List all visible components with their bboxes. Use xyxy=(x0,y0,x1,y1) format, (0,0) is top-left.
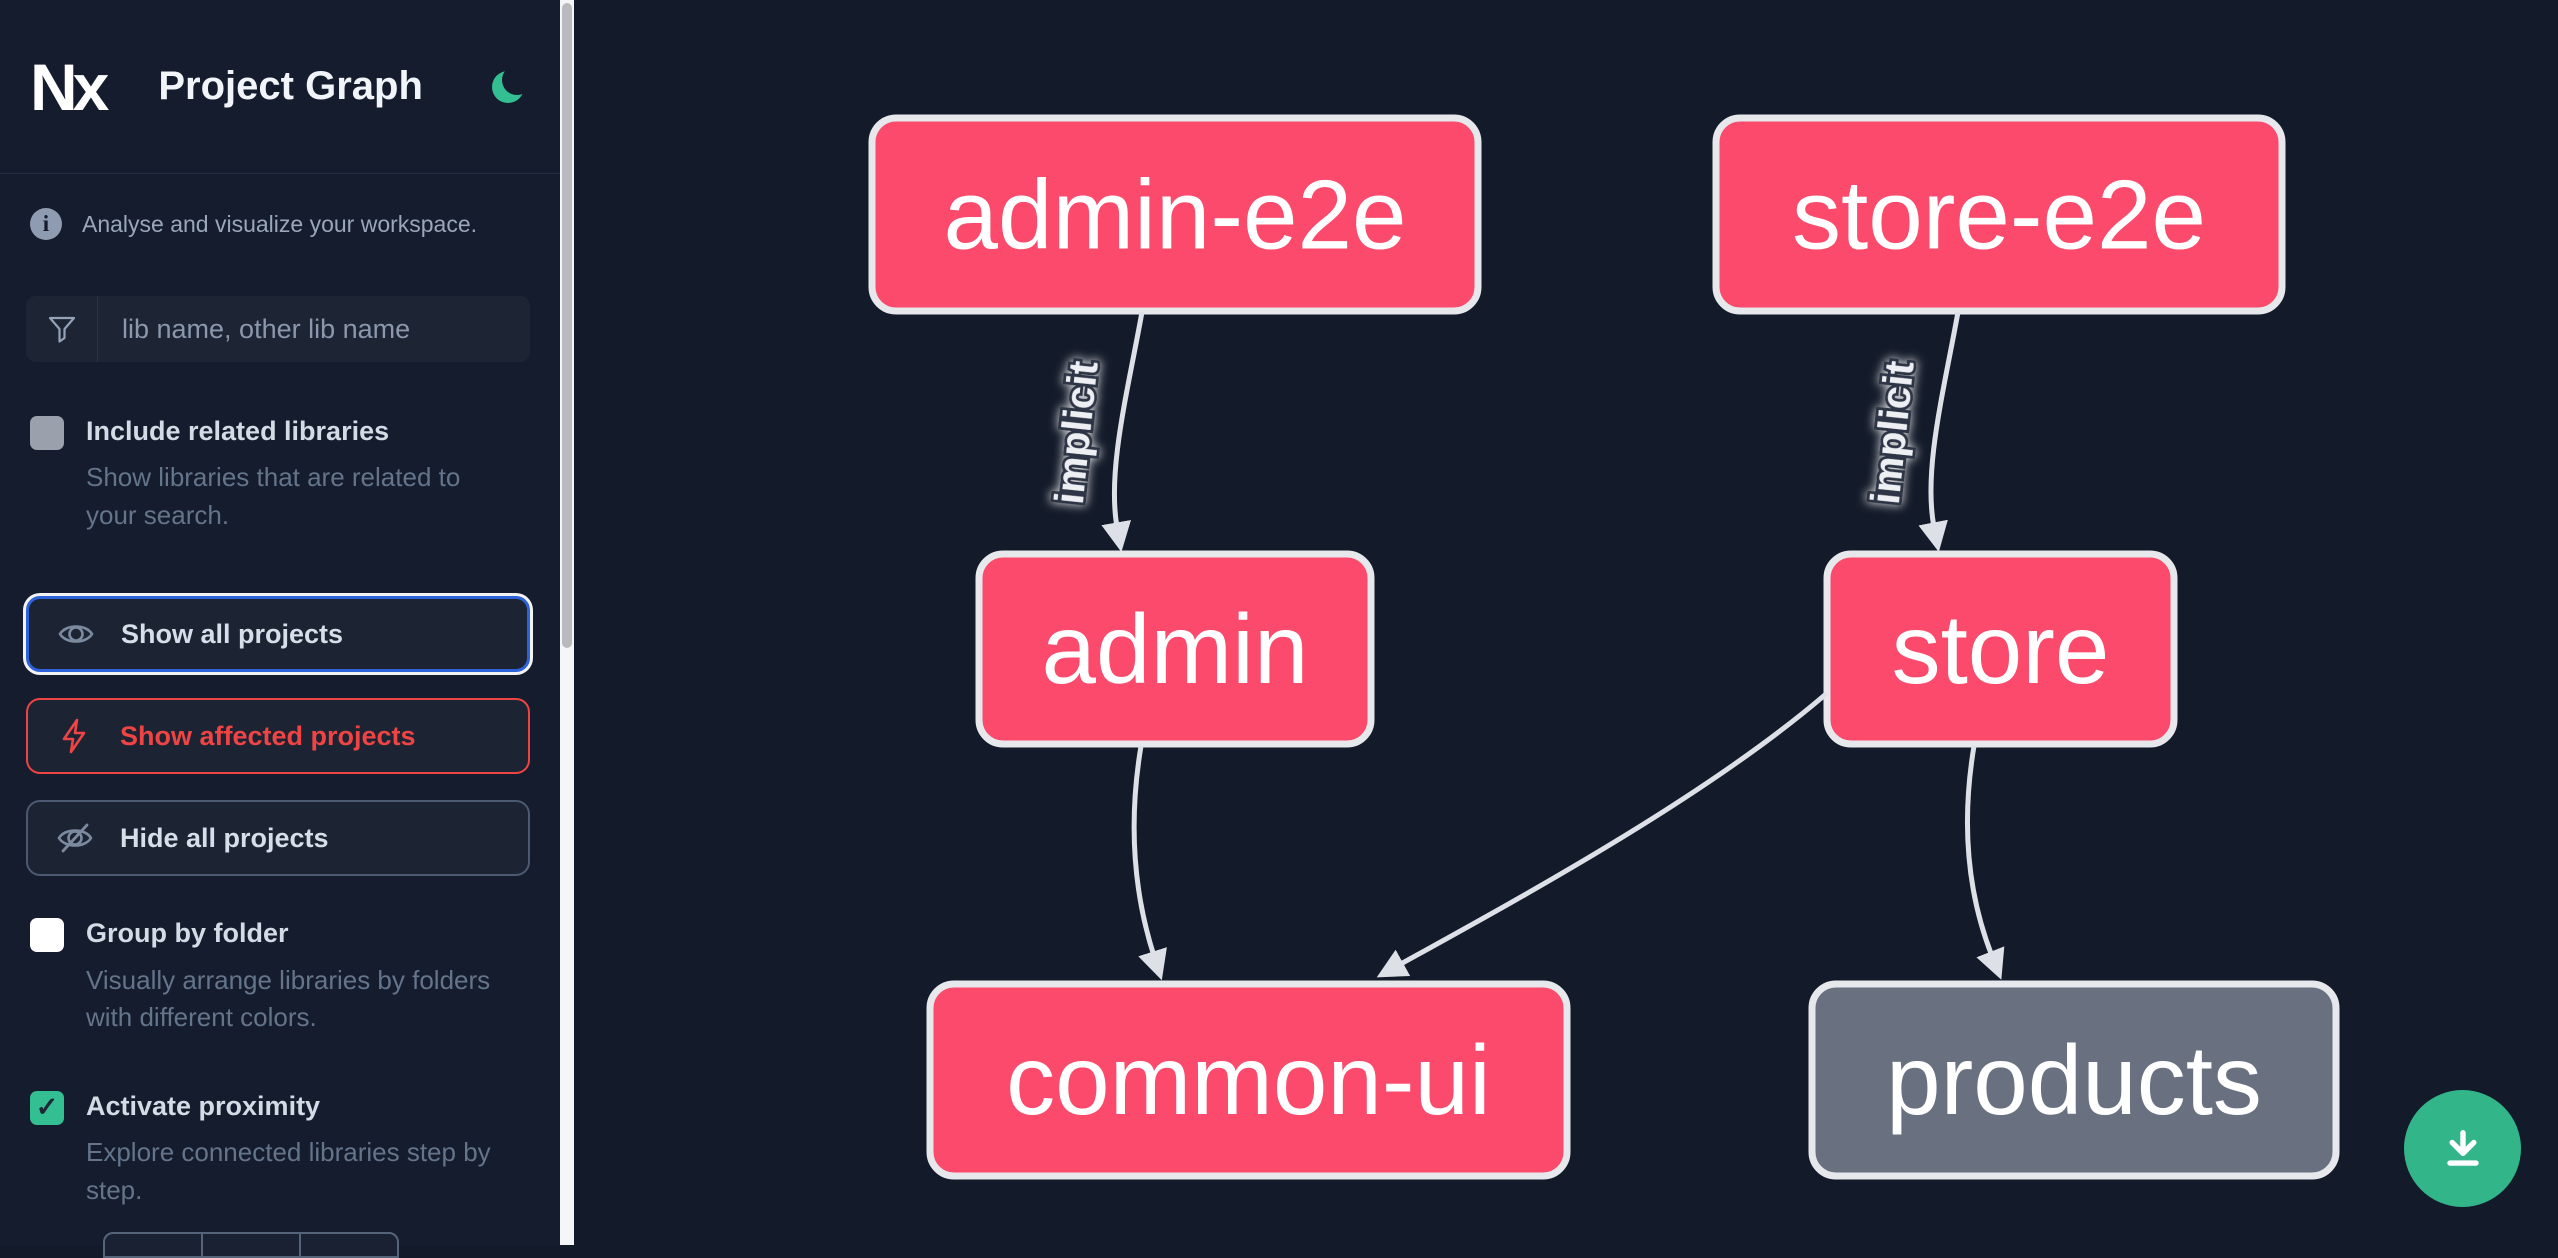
activate-proximity-row: Activate proximity Explore connected lib… xyxy=(0,1089,560,1209)
graph-node-label: store-e2e xyxy=(1792,160,2206,270)
download-icon xyxy=(2446,1129,2479,1166)
show-all-projects-label: Show all projects xyxy=(121,618,344,649)
edge-label-implicit: implicit xyxy=(1046,358,1107,506)
graph-edge-store-products xyxy=(1965,745,2005,980)
activate-proximity-description: Explore connected libraries step by step… xyxy=(86,1137,491,1205)
proximity-segmented-control xyxy=(103,1232,399,1258)
eye-icon xyxy=(58,625,94,644)
segment-3[interactable] xyxy=(301,1234,397,1256)
graph-node-store[interactable]: store xyxy=(1823,550,2178,748)
include-related-description: Show libraries that are related to your … xyxy=(86,462,461,530)
filter-funnel-icon xyxy=(26,296,98,362)
show-affected-projects-button[interactable]: Show affected projects xyxy=(26,698,530,775)
group-by-folder-checkbox[interactable] xyxy=(30,918,64,953)
show-all-projects-button[interactable]: Show all projects xyxy=(26,596,530,673)
graph-node-label: products xyxy=(1886,1025,2262,1135)
graph-node-common-ui[interactable]: common-ui xyxy=(926,980,1571,1180)
graph-edge-admin-e2e-admin xyxy=(1101,311,1145,553)
info-text: Analyse and visualize your workspace. xyxy=(82,210,478,237)
dark-mode-toggle-moon-icon[interactable] xyxy=(486,64,530,109)
include-related-label: Include related libraries xyxy=(86,416,390,446)
graph-node-label: common-ui xyxy=(1006,1025,1491,1135)
group-by-folder-row: Group by folder Visually arrange librari… xyxy=(0,916,560,1036)
include-related-checkbox[interactable] xyxy=(30,416,64,450)
download-graph-button[interactable] xyxy=(2404,1090,2521,1207)
sidebar-scrollbar-thumb[interactable] xyxy=(562,3,572,648)
bolt-icon xyxy=(62,719,86,754)
sidebar-header: Nx Project Graph xyxy=(0,0,560,174)
project-visibility-buttons: Show all projects Show affected projects… xyxy=(0,596,560,877)
nx-logo: Nx xyxy=(30,49,109,124)
hide-all-projects-label: Hide all projects xyxy=(120,822,329,853)
graph-edge-store-e2e-store xyxy=(1918,311,1961,553)
graph-node-label: admin-e2e xyxy=(943,160,1406,270)
graph-edge-store-common-ui xyxy=(1376,692,1828,978)
eye-off-icon xyxy=(57,824,93,853)
edge-label-implicit: implicit xyxy=(1862,358,1923,506)
include-related-row: Include related libraries Show libraries… xyxy=(0,414,560,534)
show-affected-projects-label: Show affected projects xyxy=(120,720,416,751)
graph-node-products[interactable]: products xyxy=(1808,980,2340,1180)
graph-node-store-e2e[interactable]: store-e2e xyxy=(1712,114,2286,315)
graph-node-label: store xyxy=(1892,594,2110,704)
graph-node-admin[interactable]: admin xyxy=(975,550,1375,748)
group-by-folder-description: Visually arrange libraries by folders wi… xyxy=(86,964,491,1033)
info-icon: i xyxy=(30,208,62,240)
segment-1[interactable] xyxy=(105,1234,203,1256)
graph-node-admin-e2e[interactable]: admin-e2e xyxy=(868,114,1482,315)
workspace-info: i Analyse and visualize your workspace. xyxy=(0,174,560,240)
graph-node-label: admin xyxy=(1042,594,1309,704)
group-by-folder-label: Group by folder xyxy=(86,918,289,949)
sidebar-scrollbar-track[interactable] xyxy=(560,0,574,1245)
sidebar: Nx Project Graph i Analyse and visualize… xyxy=(0,0,560,1258)
page-title: Project Graph xyxy=(158,64,423,108)
segment-2[interactable] xyxy=(203,1234,301,1256)
activate-proximity-label: Activate proximity xyxy=(86,1090,321,1121)
activate-proximity-checkbox[interactable] xyxy=(30,1090,64,1125)
hide-all-projects-button[interactable]: Hide all projects xyxy=(26,800,530,877)
search-bar xyxy=(26,296,530,362)
graph-edge-admin-common-ui xyxy=(1131,745,1167,981)
search-input[interactable] xyxy=(98,296,530,362)
